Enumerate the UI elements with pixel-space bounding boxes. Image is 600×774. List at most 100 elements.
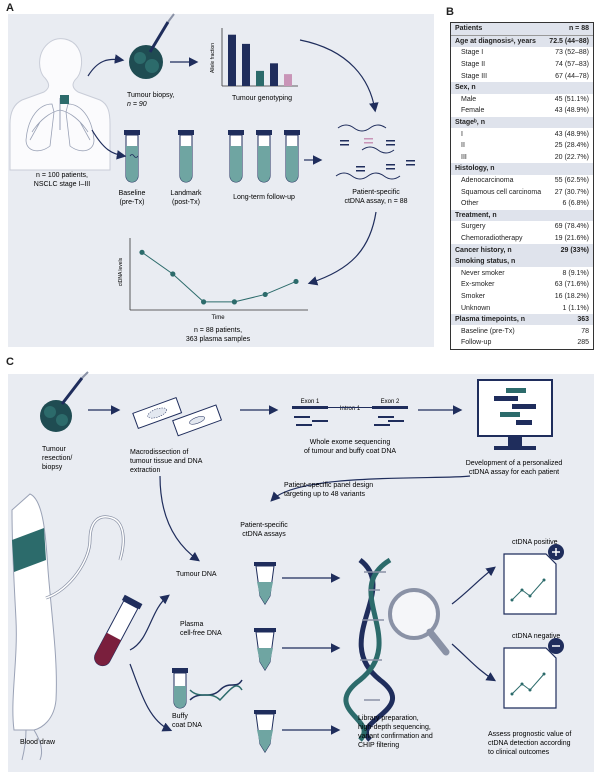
- table-cell-value: 29 (33%): [560, 246, 589, 254]
- ps-assays-label-2: ctDNA assays: [242, 531, 286, 538]
- table-cell-value: 363: [577, 316, 589, 324]
- table-cell-value: 78: [581, 327, 589, 335]
- tumour-dna-label: Tumour DNA: [176, 571, 217, 578]
- arrow-dev-to-assays: [270, 475, 471, 502]
- table-cell-label: Stage III: [461, 72, 488, 80]
- table-cell-value: 25 (28.4%): [554, 142, 589, 150]
- table-cell-value: 67 (44–78): [555, 72, 589, 80]
- slides-icon: [132, 397, 223, 437]
- exome-reads-icon: [292, 406, 408, 426]
- table-cell-label: Smoking status, n: [455, 258, 516, 266]
- exon1-label: Exon 1: [301, 399, 320, 405]
- exon2-label: Exon 2: [381, 399, 400, 405]
- table-cell-label: Histology, n: [455, 165, 495, 173]
- table-cell-label: Sex, n: [455, 84, 476, 92]
- tumour-dna-tube-icon: [254, 562, 276, 605]
- biopsy-n: n = 90: [127, 101, 147, 108]
- arrow-genotyping-to-assay: [299, 39, 379, 113]
- arrow-seq-to-negative: [451, 643, 497, 682]
- summary-label-2: 363 plasma samples: [186, 336, 251, 343]
- small-dna-icon: [189, 679, 243, 702]
- negative-report-icon: [503, 638, 564, 709]
- table-cell-label: Unknown: [461, 304, 491, 312]
- ctdna-monitoring-chart: ctDNA levels Time: [118, 238, 308, 321]
- patients-label: n = 100 patients,: [36, 172, 88, 179]
- followup-tubes-icon: [228, 130, 300, 183]
- table-row: Baseline (pre-Tx)78: [451, 325, 593, 337]
- cfdna-tube-icon: [172, 668, 188, 709]
- ctdna-data-point: [170, 271, 176, 277]
- blood-draw-label: Blood draw: [20, 739, 56, 746]
- table-cell-value: 6 (6.8%): [562, 200, 589, 208]
- table-row: Sex, n: [451, 81, 593, 94]
- panel-c-background: [8, 374, 594, 772]
- table-cell-value: 285: [577, 339, 589, 347]
- buffy-label: Buffy: [172, 713, 188, 720]
- resection-icon: [40, 371, 89, 432]
- table-cell-label: Female: [461, 107, 485, 115]
- arrow-patient-to-biopsy: [87, 54, 125, 77]
- buffy-label-2: coat DNA: [172, 722, 202, 729]
- arm-blood-draw-icon: [11, 493, 143, 761]
- genotyping-label: Tumour genotyping: [232, 95, 292, 102]
- table-cell-value: 55 (62.5%): [554, 177, 589, 185]
- biopsy-label: Tumour biopsy,: [127, 92, 175, 99]
- dna-helix-icon: [343, 557, 396, 742]
- table-cell-label: Stage II: [461, 61, 486, 69]
- table-cell-value: 43 (48.9%): [554, 107, 589, 115]
- arrow-assay-to-monitoring: [307, 211, 377, 286]
- table-cell-value: 43 (48.9%): [554, 130, 589, 138]
- table-row: Histology, n: [451, 163, 593, 175]
- patients-label-2: NSCLC stage I–III: [34, 181, 90, 188]
- table-row: Smoking status, n: [451, 255, 593, 268]
- positive-report-icon: [503, 544, 564, 615]
- ctdna-series-line: [141, 251, 297, 303]
- intron1-label: Intron 1: [340, 406, 361, 412]
- library-label-2: high-depth sequencing,: [358, 724, 431, 731]
- table-row: Follow-up 285: [451, 337, 593, 349]
- table-cell-label: Cancer history, n: [455, 246, 512, 254]
- assay-reads-icon: [335, 124, 415, 180]
- table-cell-value: 63 (71.6%): [554, 281, 589, 289]
- arrow-blood-to-plasma: [129, 594, 170, 651]
- arrow-macro-to-tumour-dna: [159, 475, 200, 562]
- genotyping-bar: [270, 63, 278, 86]
- landmark-label: Landmark: [170, 190, 202, 197]
- time-axis-label: Time: [211, 315, 225, 321]
- table-cell-label: Adenocarcinoma: [461, 177, 514, 185]
- table-cell-label: Stage I: [461, 49, 484, 57]
- ctdna-data-point: [231, 299, 237, 305]
- table-cell-label: Follow-up: [461, 339, 492, 347]
- table-cell-label: Treatment, n: [455, 211, 497, 219]
- resection-label: Tumour: [42, 446, 67, 453]
- panel-c-letter: C: [6, 356, 14, 368]
- table-cell-value: 16 (18.2%): [554, 292, 589, 300]
- table-row: Cancer history, n 29 (33%): [451, 244, 593, 256]
- table-cell-value: 19 (21.6%): [554, 234, 589, 242]
- patient-silhouette-icon: [9, 38, 111, 171]
- wes-label: Whole exome sequencing: [310, 439, 391, 446]
- table-cell-label: I: [461, 130, 463, 138]
- genotyping-axis-label: Allele fraction: [210, 43, 216, 73]
- assess-label: Assess prognostic value of: [488, 731, 571, 738]
- panel-design-label: Patient-specific panel design: [284, 482, 373, 489]
- resection-label-2: resection/: [42, 455, 72, 462]
- table-row: Stageᵇ, n: [451, 116, 593, 129]
- assay-label-2: ctDNA assay, n = 88: [344, 198, 407, 205]
- plasma-label-2: cell-free DNA: [180, 630, 222, 637]
- table-cell-label: Never smoker: [461, 269, 505, 277]
- table-cell-value: 73 (52–88): [555, 49, 589, 57]
- positive-label: ctDNA positive: [512, 539, 558, 546]
- baseline-label: Baseline: [119, 190, 146, 197]
- table-cell-label: Age at diagnosisᵃ, years: [455, 37, 536, 45]
- table-cell-label: II: [461, 142, 465, 150]
- plasma-dna-tube-icon: [254, 628, 276, 671]
- arrow-seq-to-positive: [451, 566, 496, 605]
